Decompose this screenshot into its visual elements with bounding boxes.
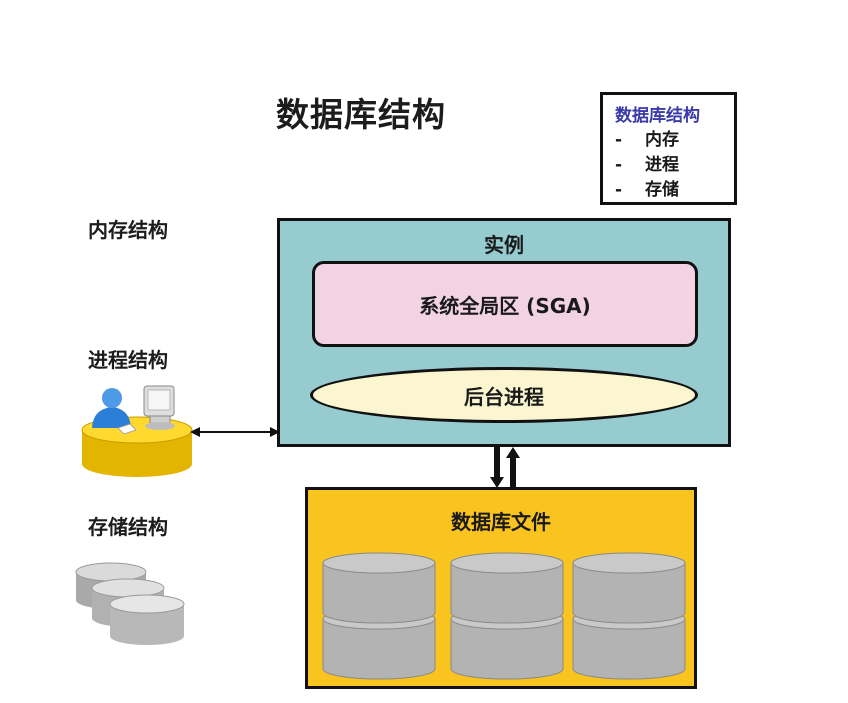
process-structure-label: 进程结构 — [88, 348, 168, 372]
instance-label: 实例 — [484, 233, 524, 257]
legend-box: 数据库结构 - 内存 - 进程 - 存储 — [600, 92, 737, 205]
database-disk-icon — [572, 552, 686, 624]
database-disk-icon — [450, 552, 564, 624]
disk-stack-icon — [75, 562, 185, 645]
database-files-label: 数据库文件 — [451, 510, 551, 534]
instance-box: 实例 系统全局区 (SGA) 后台进程 — [277, 218, 731, 447]
legend-dash: - — [615, 180, 623, 200]
sga-label: 系统全局区 (SGA) — [419, 293, 591, 318]
database-disks — [322, 552, 686, 680]
legend-item-label: 存储 — [645, 180, 679, 200]
legend-item-label: 内存 — [645, 130, 679, 150]
legend-item-storage: - 存储 — [615, 178, 734, 203]
background-process-ellipse: 后台进程 — [310, 367, 698, 423]
instance-database-arrows — [490, 447, 520, 489]
sga-box: 系统全局区 (SGA) — [312, 261, 698, 347]
memory-structure-label: 内存结构 — [88, 218, 168, 242]
legend-item-process: - 进程 — [615, 153, 734, 178]
legend-title: 数据库结构 — [615, 106, 700, 126]
page-title: 数据库结构 — [276, 95, 446, 134]
database-disk-icon — [322, 552, 436, 624]
user-at-computer-icon — [81, 385, 193, 477]
background-process-label: 后台进程 — [464, 384, 544, 409]
storage-structure-label: 存储结构 — [88, 515, 168, 539]
legend-dash: - — [615, 130, 623, 150]
legend-item-label: 进程 — [645, 155, 679, 175]
legend-item-memory: - 内存 — [615, 128, 734, 153]
process-instance-arrow — [190, 427, 280, 437]
legend-dash: - — [615, 155, 623, 175]
